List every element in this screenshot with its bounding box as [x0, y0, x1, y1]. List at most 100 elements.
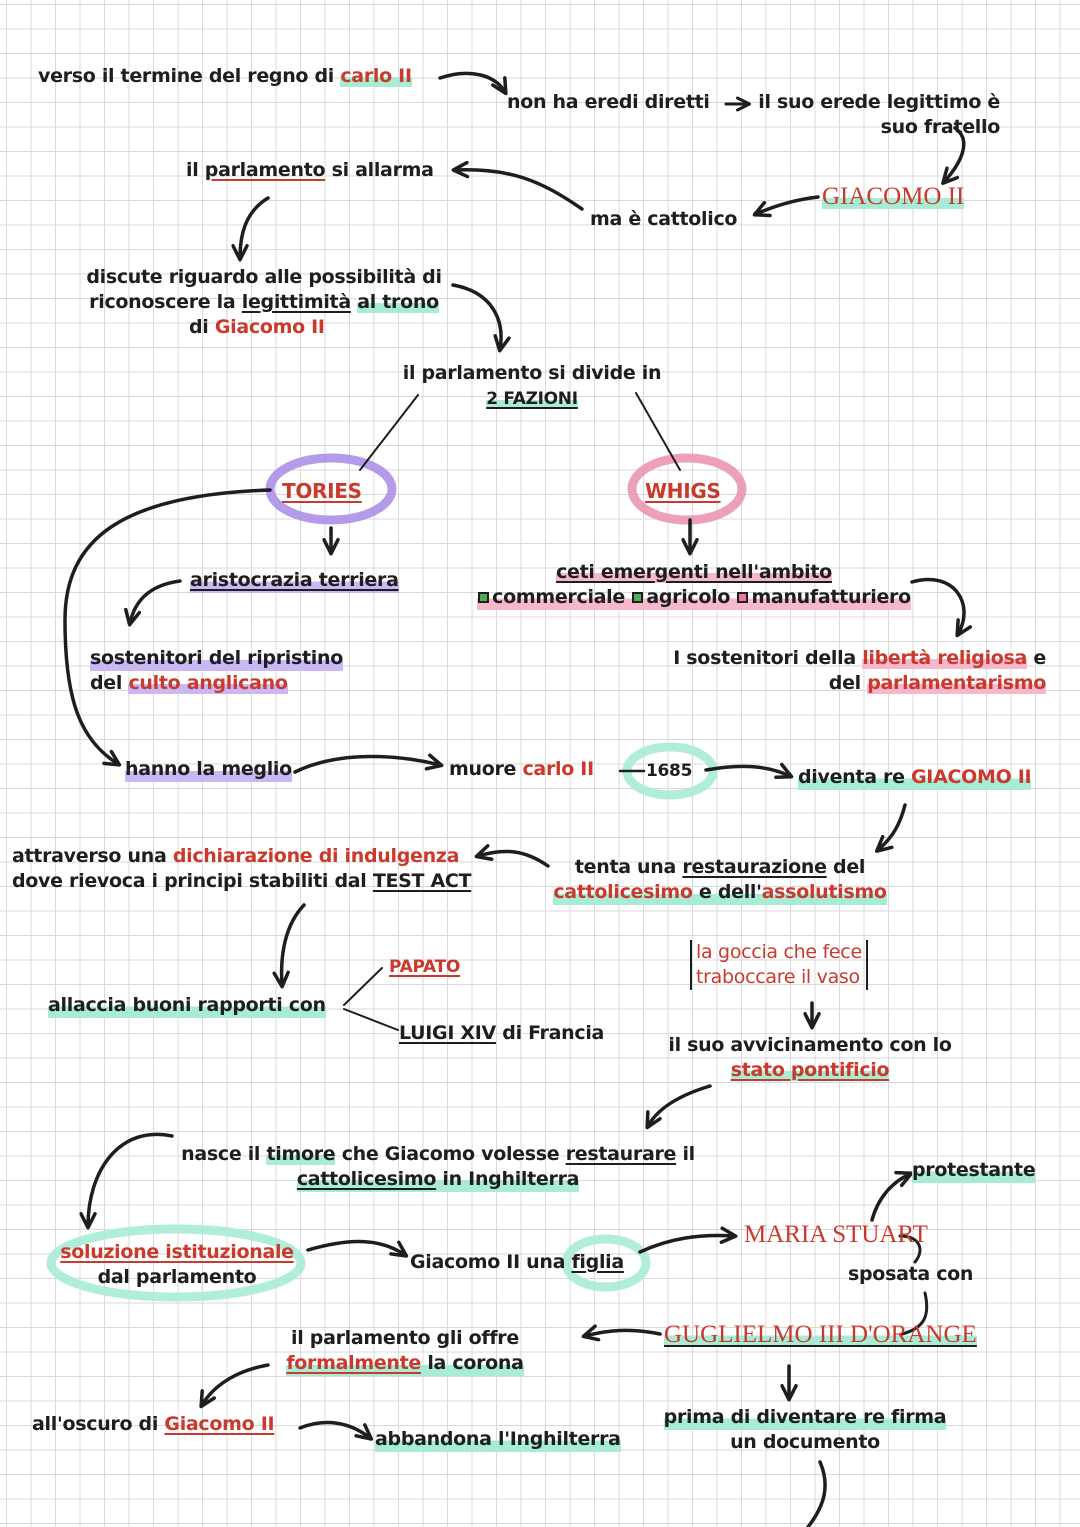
- arrow-figlia-maria: [638, 1226, 738, 1254]
- dichiarazione-a: attraverso una: [12, 845, 167, 867]
- cattolico-text: ma è cattolico: [590, 208, 738, 230]
- line-allaccia-luigi: [343, 1008, 399, 1031]
- arrow-oscuro-abbandona: [298, 1420, 374, 1441]
- allarma-a: il: [186, 159, 199, 181]
- aristocrazia-text: aristocrazia terriera: [190, 568, 399, 593]
- line-divide-tories: [359, 394, 419, 471]
- erede-legittimo-text: il suo erede legittimo è suo fratello: [755, 90, 1000, 140]
- muore-label: muore: [449, 758, 517, 780]
- timore-text: nasce il timore che Giacomo volesse rest…: [168, 1142, 708, 1192]
- no-eredi-text: non ha eredi diretti: [507, 91, 710, 113]
- figlia-text: Giacomo II una figlia: [410, 1250, 624, 1275]
- restaurazione-e: e dell': [698, 881, 762, 903]
- arrow-timore-soluzione: [79, 1132, 174, 1230]
- whigs-sost-c: e: [1033, 647, 1046, 669]
- arrow-pontificio-timore: [645, 1084, 712, 1130]
- diventa-re-text: diventa re GIACOMO II: [798, 765, 1032, 790]
- whigs-sost-d: del: [828, 672, 861, 694]
- whigs-sost-line1: I sostenitori della libertà religiosa e: [640, 646, 1046, 671]
- line-documento-continua: [806, 1460, 827, 1527]
- guglielmo-iii: GUGLIELMO III D'ORANGE: [664, 1321, 977, 1348]
- luigi-text: LUIGI XIV di Francia: [399, 1021, 604, 1046]
- allaccia-text: allaccia buoni rapporti con: [48, 993, 326, 1018]
- arrow-maria-protestante: [870, 1170, 914, 1222]
- regno-label: verso il termine del regno di: [38, 65, 335, 87]
- offre-corona: la corona: [427, 1352, 524, 1374]
- goccia-text: la goccia che fece traboccare il vaso: [690, 940, 868, 990]
- dichiarazione-line1: attraverso una dichiarazione di indulgen…: [12, 844, 471, 869]
- arrow-tenta-attraverso: [474, 844, 550, 868]
- arrow-attraverso-allaccia: [272, 903, 306, 989]
- ceti-agricolo: agricolo: [646, 586, 731, 608]
- erede-line2: suo fratello: [880, 116, 1001, 138]
- whigs-sost-line2: del parlamentarismo: [640, 671, 1046, 696]
- restaurazione-line1: tenta una restaurazione del: [540, 855, 900, 880]
- arrow-parlamento-oscuro: [199, 1363, 270, 1409]
- culto-anglicano: culto anglicano: [128, 672, 288, 694]
- soluzione-ellipse: [46, 1224, 306, 1302]
- divide-fazioni-text: il parlamento si divide in 2 FAZIONI: [400, 361, 664, 412]
- discute-line1: discute riguardo alle possibilità di: [86, 266, 442, 288]
- erede-line1: il suo erede legittimo è: [758, 91, 1000, 113]
- parlamento-allarma-text: il parlamento si allarma: [186, 158, 434, 183]
- line-allaccia-papato: [343, 967, 383, 1006]
- cattolicesimo-word: cattolicesimo: [553, 881, 693, 903]
- regno-carlo-text: verso il termine del regno di carlo II: [38, 64, 412, 89]
- timore-g: in Inghilterra: [442, 1168, 580, 1190]
- offre-line1: il parlamento gli offre: [291, 1327, 519, 1349]
- allarma-parlamento: parlamento: [204, 159, 326, 181]
- soluzione-line1: soluzione istituzionale: [60, 1241, 294, 1263]
- year-1685: 1685: [646, 761, 693, 781]
- figlia-a: Giacomo II una: [410, 1251, 566, 1273]
- discute-l2c: al trono: [357, 291, 439, 313]
- goccia-line2: traboccare il vaso: [696, 966, 860, 988]
- bracket-maria-sposata: [898, 1234, 922, 1264]
- discute-l2a: riconoscere la: [89, 291, 236, 313]
- restaurazione-a: tenta una: [574, 856, 677, 878]
- restaurazione-line2: cattolicesimo e dell'assolutismo: [553, 880, 887, 905]
- discute-text: discute riguardo alle possibilità di ric…: [74, 265, 454, 340]
- arrow-soluzione-figlia: [306, 1239, 409, 1258]
- arrow-tories-meglio: [63, 488, 272, 767]
- ceti-emergenti: ceti emergenti nell'ambito: [556, 561, 832, 583]
- arrow-meglio-muore: [293, 753, 444, 774]
- avvicinamento-line2: stato pontificio: [665, 1058, 955, 1083]
- documento-line2: un documento: [730, 1431, 880, 1453]
- offre-line2: formalmente la corona: [286, 1351, 524, 1376]
- tories-sost-line1: sostenitori del ripristino: [90, 646, 343, 671]
- test-act: TEST ACT: [372, 870, 472, 892]
- restaurazione-text: tenta una restaurazione del cattolicesim…: [540, 855, 900, 905]
- luigi-francia: di Francia: [502, 1022, 605, 1044]
- whigs-ellipse: [627, 453, 747, 525]
- tories-sost-l2a: del: [90, 672, 123, 694]
- bullet-icon: [478, 591, 490, 603]
- timore-c: che Giacomo volesse: [341, 1143, 560, 1165]
- stato-pontificio: stato pontificio: [730, 1059, 890, 1081]
- divide-line1: il parlamento si divide in: [402, 362, 662, 384]
- muore-carlo-text: muore carlo II: [449, 757, 594, 782]
- discute-legittimita: legittimità: [241, 291, 351, 313]
- diventa-giacomo: GIACOMO II: [911, 766, 1032, 788]
- oscuro-a: all'oscuro di: [32, 1413, 159, 1435]
- diventa-label: diventa re: [798, 766, 905, 788]
- ceti-line2: commerciale agricolo manufatturiero: [477, 585, 911, 610]
- oscuro-text: all'oscuro di Giacomo II: [32, 1412, 275, 1437]
- discute-giacomo: Giacomo II: [214, 316, 325, 338]
- line-divide-whigs: [635, 392, 681, 471]
- soluzione-line2: dal parlamento: [97, 1266, 257, 1288]
- dichiarazione-c: dove rievoca i principi stabiliti dal: [12, 870, 367, 892]
- sostenitori-whigs-text: I sostenitori della libertà religiosa e …: [640, 646, 1046, 696]
- muore-carlo: carlo II: [522, 758, 594, 780]
- arrow-regno-eredi: [438, 71, 508, 96]
- tories-sost-line2: del culto anglicano: [90, 671, 343, 696]
- discute-line2: riconoscere la legittimità al trono: [74, 290, 454, 315]
- ceti-manufatturiero: manufatturiero: [751, 586, 911, 608]
- carlo-ii-name: carlo II: [340, 65, 412, 87]
- papato-label: PAPATO: [389, 957, 461, 977]
- divide-line2: 2 FAZIONI: [400, 386, 664, 412]
- timore-word: timore: [266, 1143, 336, 1165]
- allarma-c: si allarma: [331, 159, 434, 181]
- bullet-icon: [632, 591, 644, 603]
- bullet-icon: [737, 591, 749, 603]
